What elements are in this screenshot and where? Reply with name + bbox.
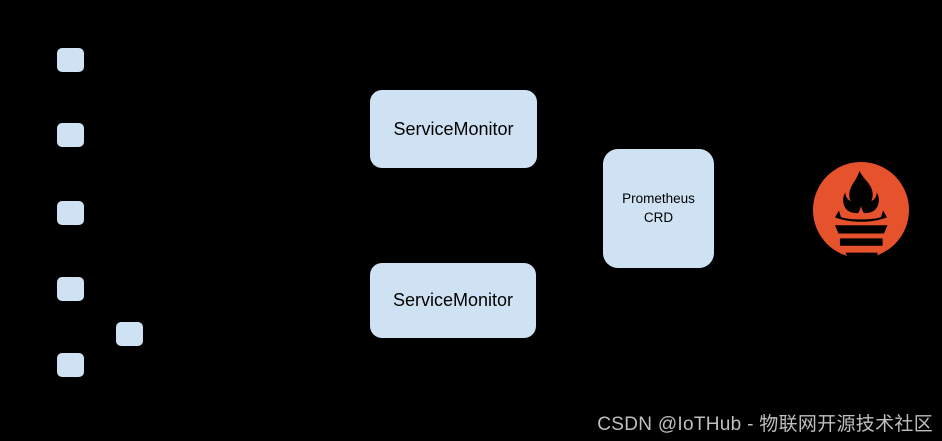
pod-square xyxy=(57,353,84,377)
watermark: CSDN @IoTHub - 物联网开源技术社区 xyxy=(597,414,933,435)
servicemonitor-node-2: ServiceMonitor xyxy=(370,263,536,338)
servicemonitor-2-label: ServiceMonitor xyxy=(392,290,514,310)
servicemonitor-node-1: ServiceMonitor xyxy=(370,90,537,168)
servicemonitor-1-label: ServiceMonitor xyxy=(393,118,514,139)
pod-square-indented xyxy=(116,322,143,346)
prometheus-crd-label: Prometheus CRD xyxy=(622,191,695,225)
prometheus-logo-icon xyxy=(812,161,910,259)
prometheus-crd-node: Prometheus CRD xyxy=(603,149,714,268)
pod-square xyxy=(57,277,84,301)
pod-square xyxy=(57,201,84,225)
pod-square xyxy=(57,48,84,72)
pod-square xyxy=(57,123,84,147)
